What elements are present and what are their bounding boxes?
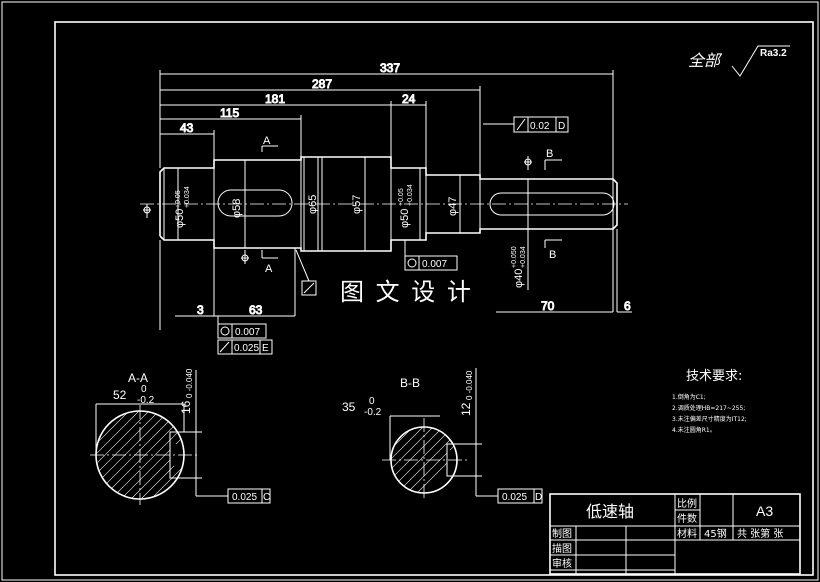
roughness-value: Ra3.2 [760, 48, 787, 59]
requirement-item-2: 2.调质处理HB=217~255; [672, 404, 745, 412]
section-mark-a-top: A [263, 135, 271, 147]
section-b-tol-value: 0.025 [502, 492, 527, 503]
dim-63: 63 [249, 303, 263, 317]
sheet-size: A3 [756, 503, 773, 519]
section-b-title: B-B [400, 376, 420, 390]
datum-symbols [143, 156, 532, 264]
dim-337: 337 [380, 61, 400, 75]
dia-phi50-left: φ50 [174, 209, 186, 228]
tol-bl2-value: 0.025 [234, 343, 259, 354]
dim-24: 24 [402, 92, 416, 106]
sheet-inner-frame [54, 21, 814, 576]
roughness-note: 全部 Ra3.2 [688, 45, 790, 77]
roughness-prefix: 全部 [688, 51, 723, 70]
dim-6: 6 [624, 299, 631, 313]
dia-phi50-right: φ50 [399, 209, 411, 228]
section-b-tol-datum: D [535, 492, 542, 503]
section-mark-a-bottom: A [265, 263, 273, 275]
dim-287: 287 [312, 77, 332, 91]
section-b-key-depth: 12 [459, 402, 473, 416]
section-a-tol-value: 0.025 [232, 492, 257, 503]
dim-43: 43 [180, 121, 194, 135]
row-label-traced: 描图 [552, 542, 572, 555]
section-a-width: 52 [113, 388, 127, 402]
dia-phi40-tol-lo: +0.034 [520, 246, 527, 268]
section-a-key-tol: 0 -0.040 [185, 368, 194, 398]
dim-181: 181 [265, 92, 285, 106]
section-b-view: B-B 35 0 -0.2 12 0 -0.040 0.025 D [342, 368, 543, 504]
shaft-main-view [140, 156, 628, 252]
section-b-width-upper: 0 [369, 396, 375, 407]
section-a-width-upper: 0 [141, 384, 147, 395]
tol-mid-value: 0.007 [422, 259, 447, 270]
diameter-labels: φ50 +0.05 +0.034 φ58 φ65 φ57 φ50 +0.05 +… [174, 184, 527, 288]
sheet-count: 共 张第 张 [737, 527, 783, 540]
requirement-item-3: 3.未注偏差尺寸精度为IT12; [672, 415, 747, 423]
section-cut-markers [261, 145, 562, 259]
section-b-key-tol: 0 -0.040 [465, 370, 474, 400]
tolerance-frame-mid: 0.007 [404, 240, 458, 271]
dimension-lines-top [159, 70, 632, 330]
technical-requirements: 技术要求: 1.倒角为C1; 2.调质处理HB=217~255; 3.未注偏差尺… [672, 369, 747, 434]
dia-phi50-left-tol-lo: +0.034 [184, 186, 191, 208]
watermark-text: 图 文 设 计 [340, 278, 473, 306]
section-a-key-depth: 16 [179, 400, 193, 414]
title-block: 低速轴 比例 件数 A3 材料 45钢 共 张第 张 制图 描图 审核 [549, 493, 801, 575]
dia-phi40-tol-up: +0.050 [511, 246, 518, 268]
quantity-label: 件数 [677, 512, 697, 525]
requirements-title: 技术要求: [686, 369, 742, 384]
section-b-width-lower: -0.2 [364, 407, 382, 418]
section-a-width-lower: -0.2 [137, 395, 155, 406]
section-a-view: A-A 52 0 -0.2 16 [90, 368, 271, 505]
section-b-width: 35 [342, 400, 356, 414]
section-a-title: A-A [128, 371, 148, 385]
dim-115: 115 [220, 106, 239, 120]
dia-phi58: φ58 [231, 199, 243, 218]
section-mark-b-top: B [546, 148, 553, 160]
requirement-item-1: 1.倒角为C1; [672, 393, 706, 401]
section-mark-b-bottom: B [549, 249, 556, 261]
scale-label: 比例 [677, 497, 697, 510]
requirement-item-4: 4.未注圆角R1。 [672, 426, 716, 434]
tolerance-frame-runout-top: 0.02 D [483, 116, 569, 133]
dia-phi65: φ65 [307, 195, 319, 214]
material-label: 材料 [677, 527, 697, 540]
dia-phi47: φ47 [447, 197, 459, 216]
dim-3: 3 [197, 303, 204, 317]
tol-bl2-datum: E [262, 343, 269, 354]
material-value: 45钢 [704, 527, 727, 540]
tol-runout-top-value: 0.02 [530, 121, 550, 132]
tol-bl1-value: 0.007 [235, 327, 260, 338]
section-a-tol-datum: C [263, 492, 270, 503]
tol-runout-top-datum: D [558, 121, 565, 132]
dim-70: 70 [541, 299, 555, 313]
tolerance-frames-bottom-left: 0.007 0.025 E [217, 316, 273, 355]
dia-phi50-right-tol-lo: +0.034 [407, 184, 414, 206]
tolerance-frame-small [295, 249, 317, 296]
part-name: 低速轴 [586, 502, 634, 521]
row-label-checked: 审核 [552, 557, 572, 570]
row-label-drawn: 制图 [552, 527, 572, 540]
dia-phi40: φ40 [513, 269, 525, 288]
dia-phi57: φ57 [351, 195, 363, 214]
dia-phi50-right-tol-up: +0.05 [398, 188, 405, 206]
